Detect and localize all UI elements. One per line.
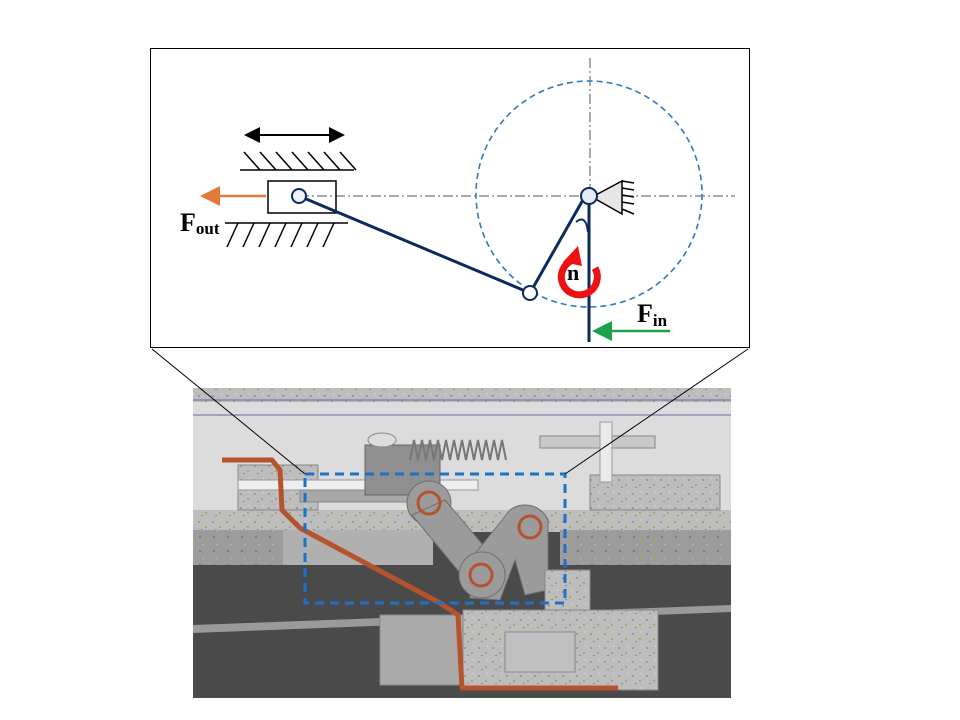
crank-circle-path — [475, 80, 703, 308]
cable — [222, 457, 618, 691]
rotation-label: n — [567, 260, 579, 285]
fixed-pivot-support — [590, 179, 635, 216]
schematic-frame — [150, 48, 750, 348]
crank-arm — [528, 197, 586, 294]
bushings — [416, 490, 543, 588]
pivot-joint — [580, 187, 598, 205]
zoom-leader-line-left — [151, 348, 306, 475]
force-in-label: Fin — [637, 299, 668, 330]
slider-guide-top — [240, 151, 357, 171]
detail-highlight-box — [303, 472, 567, 605]
force-out-label: Fout — [180, 208, 220, 238]
slider-guide-bottom — [225, 222, 348, 248]
cad-rendering — [193, 388, 731, 698]
spring — [409, 439, 507, 461]
crank-joint — [522, 285, 538, 301]
zoom-leader-line-right — [564, 348, 749, 475]
rotation-arrow-icon — [557, 246, 601, 299]
slider-joint — [291, 188, 307, 204]
connecting-rod — [298, 194, 531, 295]
angle-arc — [575, 218, 589, 233]
slider-block — [267, 180, 337, 214]
schematic-panel: Fout n Fin — [150, 48, 750, 348]
